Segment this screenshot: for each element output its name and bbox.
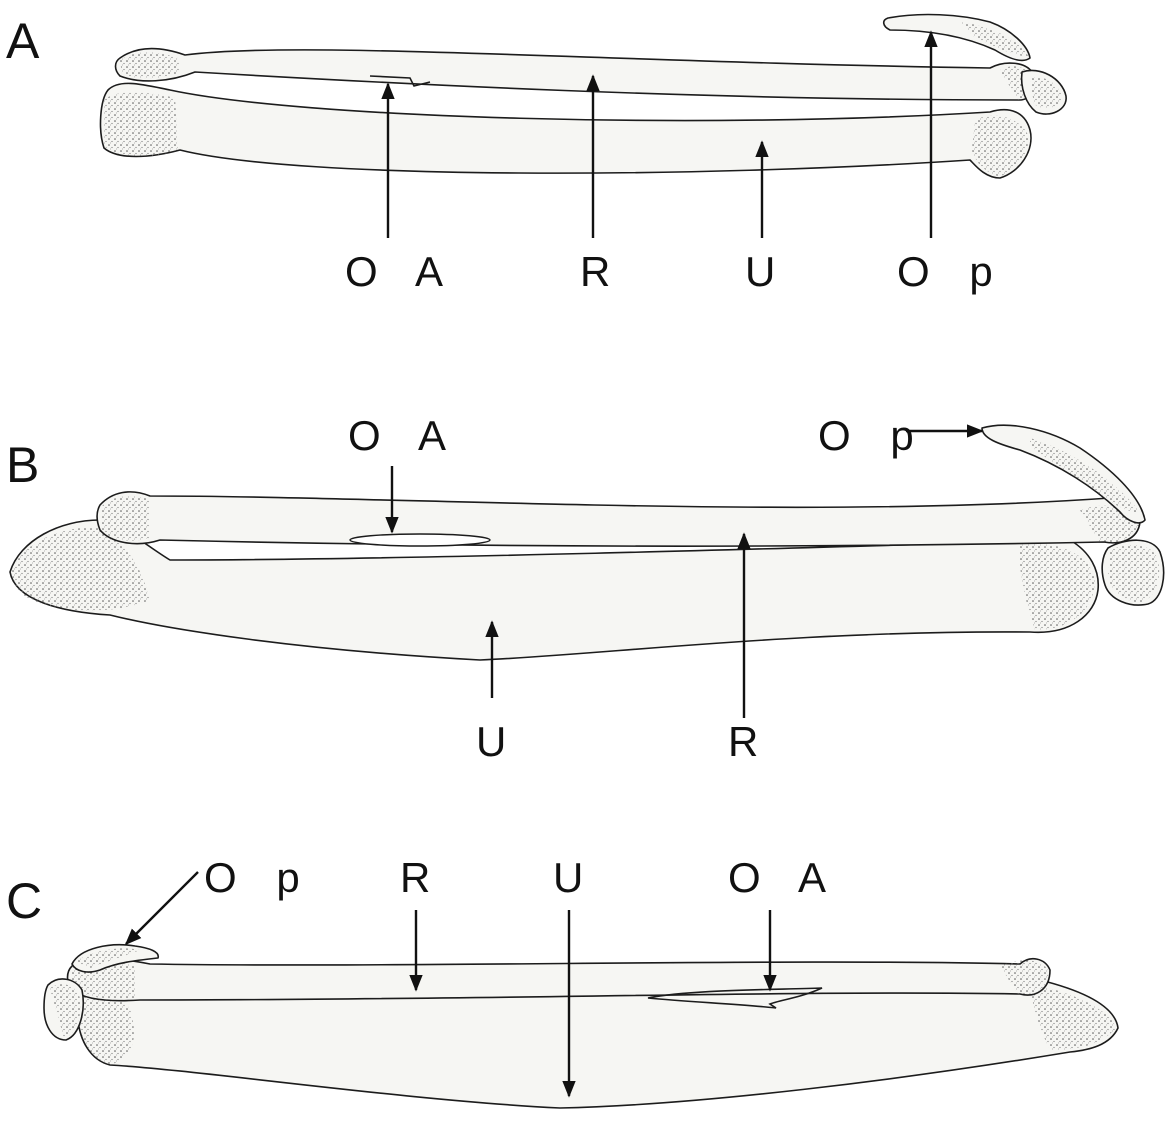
panel-a: A O A R U O p <box>6 13 1066 295</box>
label-u-c: U <box>553 854 597 901</box>
radius-a <box>116 49 1035 100</box>
panel-letter-b: B <box>6 437 39 493</box>
label-u-b: U <box>476 718 520 765</box>
panel-letter-c: C <box>6 873 42 929</box>
label-oa-a: O A <box>345 248 457 295</box>
radius-b <box>97 492 1140 546</box>
label-op-a: O p <box>897 248 1007 295</box>
label-op-c: O p <box>204 854 314 901</box>
os-a-opening-b <box>350 534 490 546</box>
label-r-a: R <box>580 248 624 295</box>
arrow-op-c <box>126 872 198 944</box>
os-prominens-a <box>884 15 1030 61</box>
label-r-c: R <box>400 854 444 901</box>
label-op-b: O p <box>818 412 928 459</box>
label-oa-b: O A <box>348 412 460 459</box>
label-oa-c: O A <box>728 854 840 901</box>
label-r-b: R <box>728 718 772 765</box>
panel-c: C O p R U O A <box>6 854 1118 1108</box>
panel-b: B O A O p U R <box>6 412 1164 765</box>
panel-letter-a: A <box>6 13 40 69</box>
label-u-a: U <box>745 248 789 295</box>
